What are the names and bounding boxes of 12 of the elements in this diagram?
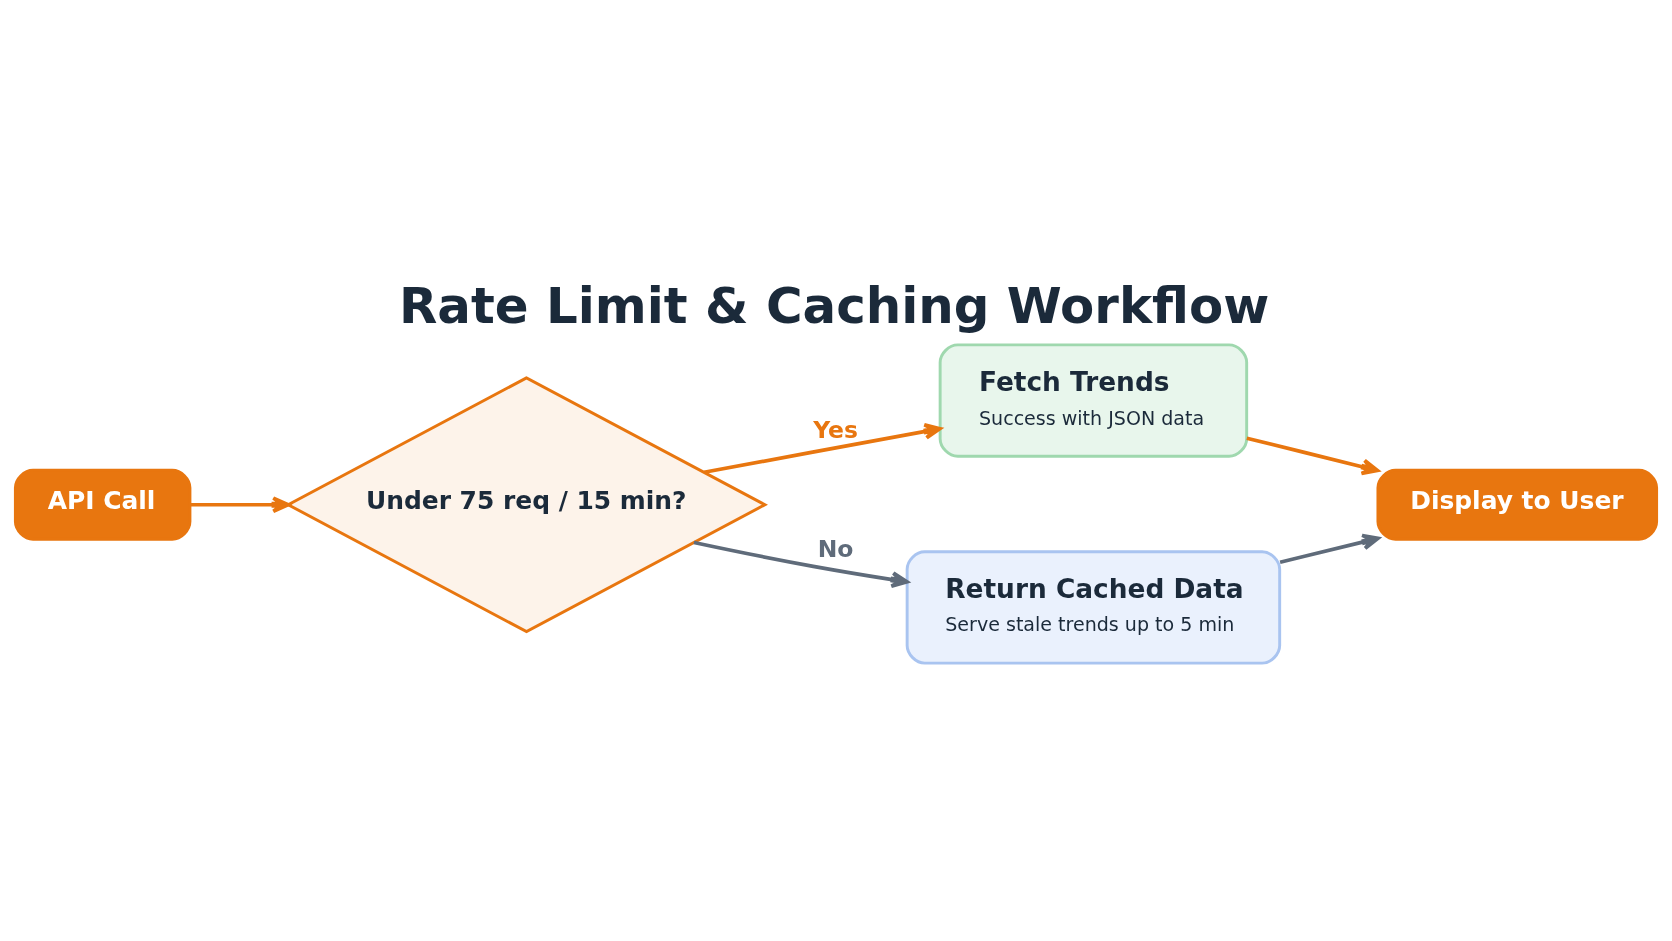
arrow	[1279, 533, 1380, 564]
arrow	[703, 422, 942, 474]
arrow	[1246, 435, 1380, 475]
edge-label: Yes	[813, 415, 858, 444]
node-box: Fetch Trends Success with JSON data	[938, 342, 1249, 458]
node-box: Display to User	[1376, 468, 1659, 541]
arrow	[693, 540, 909, 588]
edge-label: No	[817, 534, 854, 563]
node-box: API Call	[13, 468, 192, 541]
node-box: Return Cached Data Serve stale trends up to 5 min	[905, 549, 1282, 665]
diagram-title: Rate Limit & Caching Workflow	[398, 276, 1270, 335]
arrow	[190, 495, 290, 513]
